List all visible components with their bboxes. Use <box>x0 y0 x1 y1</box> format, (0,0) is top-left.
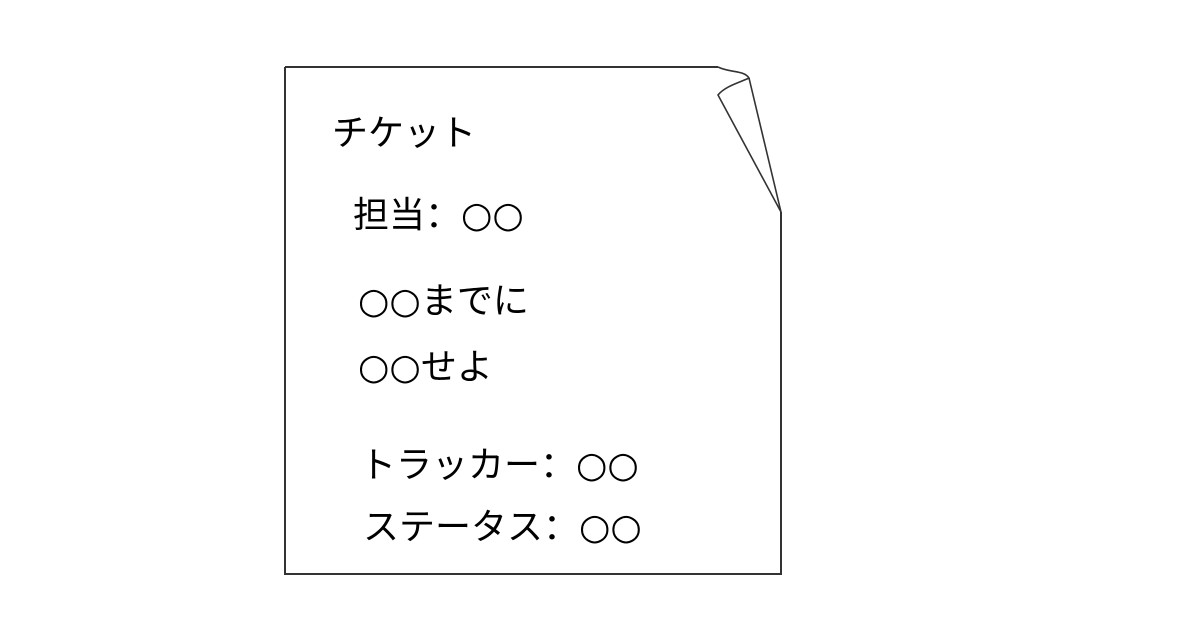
assignee-field: 担当：○○ <box>353 195 524 236</box>
ticket-title: チケット <box>332 113 477 154</box>
ticket-paper-outline <box>284 66 782 575</box>
instruction-line-2: ○○せよ <box>358 347 493 388</box>
tracker-field: トラッカー：○○ <box>360 445 639 486</box>
instruction-line-1: ○○までに <box>358 281 529 322</box>
page-curl-inner <box>748 77 782 213</box>
status-field: ステータス：○○ <box>363 507 642 548</box>
page-curl <box>717 66 782 213</box>
